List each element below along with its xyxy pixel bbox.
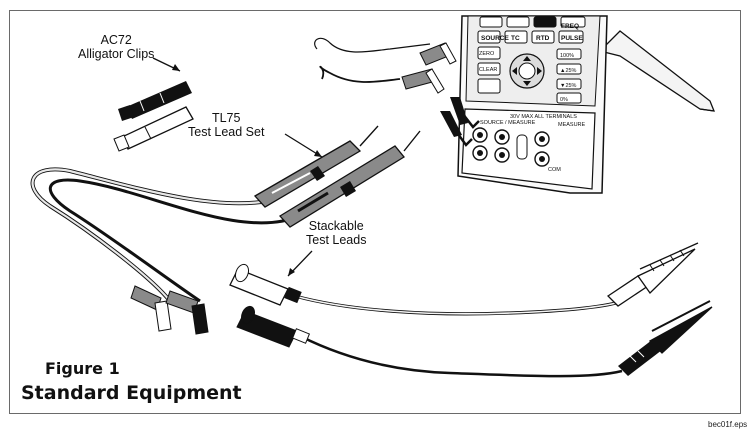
tl75-label: TL75 Test Lead Set: [188, 111, 264, 139]
ac72-label-line2: Alligator Clips: [78, 47, 155, 61]
svg-text:SOURCE: SOURCE: [481, 35, 509, 42]
figure-number: Figure 1: [45, 359, 120, 378]
svg-text:ZERO: ZERO: [479, 51, 495, 57]
ac72-clips: [113, 81, 194, 152]
svg-text:100%: 100%: [560, 53, 574, 59]
svg-text:▼25%: ▼25%: [560, 83, 577, 89]
stackable-leads: [229, 242, 713, 378]
calibrator-keypad: SOURCE TC RTD FREQ PULSE ZERO CLEAR 100%…: [477, 16, 586, 104]
label-arrows: [152, 57, 323, 277]
svg-text:0%: 0%: [560, 97, 568, 103]
ac72-label-line1: AC72: [100, 33, 132, 47]
svg-text:COM: COM: [548, 167, 561, 173]
figure-caption: Standard Equipment: [21, 382, 242, 404]
svg-text:30V MAX ALL TERMINALS: 30V MAX ALL TERMINALS: [510, 114, 577, 120]
svg-text:FREQ: FREQ: [561, 23, 579, 30]
tl75-label-line2: Test Lead Set: [188, 125, 265, 139]
stackable-label-line1: Stackable: [308, 219, 364, 233]
calibrator-unit: SOURCE TC RTD FREQ PULSE ZERO CLEAR 100%…: [457, 15, 608, 194]
stackable-label: Stackable Test Leads: [306, 219, 366, 247]
svg-text:▲25%: ▲25%: [560, 68, 577, 74]
calibrator-leads: [314, 37, 480, 147]
svg-text:TC: TC: [511, 35, 520, 42]
diagram-frame: SOURCE TC RTD FREQ PULSE ZERO CLEAR 100%…: [9, 10, 741, 414]
svg-text:RTD: RTD: [536, 35, 550, 42]
calibrator-stand: [598, 30, 716, 112]
svg-text:CLEAR: CLEAR: [479, 67, 497, 73]
svg-text:PULSE: PULSE: [561, 35, 583, 42]
file-code: bec01f.eps: [708, 420, 748, 429]
tl75-leads: [30, 125, 421, 335]
terminal-panel: 30V MAX ALL TERMINALS SOURCE / MEASURE M…: [461, 108, 596, 190]
ac72-label: AC72 Alligator Clips: [78, 33, 154, 61]
svg-text:MEASURE: MEASURE: [558, 122, 586, 128]
svg-text:SOURCE / MEASURE: SOURCE / MEASURE: [480, 120, 536, 126]
equipment-illustration: SOURCE TC RTD FREQ PULSE ZERO CLEAR 100%…: [30, 15, 716, 378]
tl75-label-line1: TL75: [211, 111, 241, 125]
stackable-label-line2: Test Leads: [306, 233, 367, 247]
